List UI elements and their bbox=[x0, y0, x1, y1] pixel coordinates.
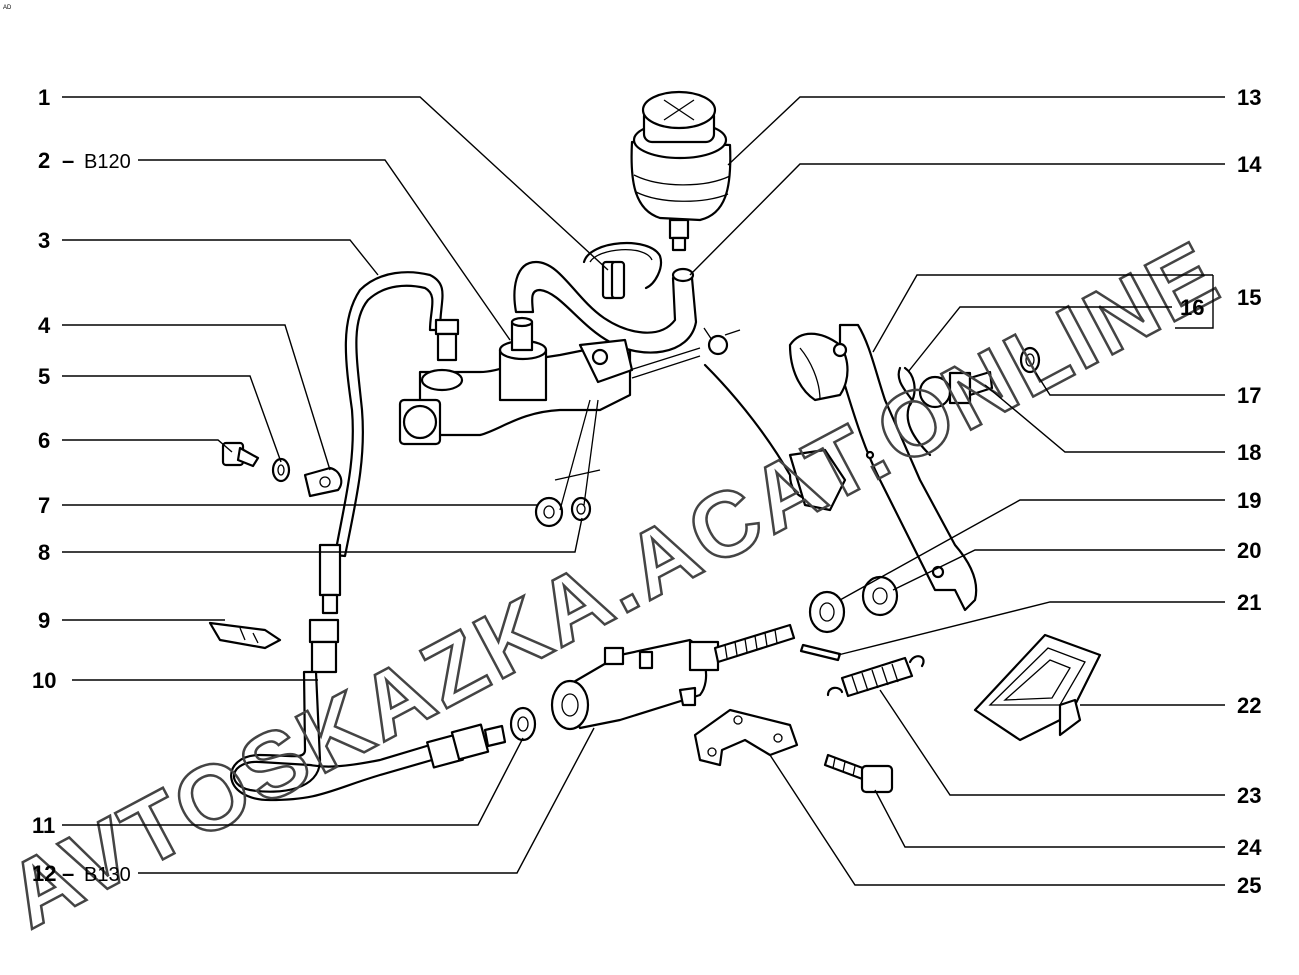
callout-14: 14 bbox=[1237, 152, 1262, 177]
flexible-hose bbox=[230, 618, 434, 802]
callout-17: 17 bbox=[1237, 383, 1261, 408]
callout-13: 13 bbox=[1237, 85, 1261, 110]
callout-11: 11 bbox=[32, 813, 55, 838]
callout-5: 5 bbox=[38, 364, 50, 389]
pipe-clip bbox=[303, 466, 343, 498]
callout-21: 21 bbox=[1237, 590, 1261, 615]
callout-18: 18 bbox=[1237, 440, 1261, 465]
spring-washer bbox=[570, 496, 592, 522]
callout-1: 1 bbox=[38, 85, 50, 110]
reservoir-hose bbox=[513, 260, 698, 354]
bracket bbox=[208, 621, 282, 650]
callout-12-dash: – bbox=[62, 861, 74, 886]
corner-mark: AD bbox=[3, 5, 12, 11]
washer bbox=[271, 457, 291, 483]
callout-9: 9 bbox=[38, 608, 50, 633]
bolt bbox=[221, 441, 260, 468]
callout-24: 24 bbox=[1237, 835, 1262, 860]
callout-25: 25 bbox=[1237, 873, 1261, 898]
callout-20: 20 bbox=[1237, 538, 1261, 563]
master-cylinder bbox=[398, 316, 741, 446]
callout-2-dash: – bbox=[62, 148, 74, 173]
callout-10: 10 bbox=[32, 668, 56, 693]
callout-15: 15 bbox=[1237, 285, 1261, 310]
pedal-pad bbox=[973, 633, 1102, 742]
callout-labels: 1 2 – B120 3 4 5 6 7 8 9 10 11 12 – B130… bbox=[32, 85, 1262, 898]
callout-12-code: B130 bbox=[84, 864, 131, 886]
mounting-bolt bbox=[823, 753, 894, 794]
slave-cylinder bbox=[550, 623, 796, 731]
hose-clamp bbox=[582, 241, 663, 300]
pedal-spring-clip bbox=[897, 366, 932, 457]
fluid-reservoir bbox=[630, 90, 732, 252]
pedal-stop bbox=[918, 370, 994, 409]
bushing bbox=[808, 590, 846, 634]
callout-23: 23 bbox=[1237, 783, 1261, 808]
callout-12: 12 bbox=[32, 861, 56, 886]
clutch-pedal bbox=[703, 323, 978, 612]
nut bbox=[534, 496, 564, 528]
return-spring bbox=[826, 655, 925, 698]
leader-lines bbox=[62, 96, 1225, 886]
pedal-nut bbox=[861, 575, 899, 617]
pipe-union bbox=[318, 543, 342, 615]
callout-16: 16 bbox=[1180, 295, 1204, 320]
split-pin bbox=[799, 643, 842, 662]
stud-guide-lines bbox=[559, 399, 599, 511]
stud-guide-line bbox=[554, 469, 601, 481]
hose-end-fitting bbox=[426, 723, 507, 769]
callout-4: 4 bbox=[38, 313, 51, 338]
callout-7: 7 bbox=[38, 493, 50, 518]
copper-washer bbox=[509, 706, 537, 742]
callout-22: 22 bbox=[1237, 693, 1261, 718]
lock-washer bbox=[1019, 346, 1041, 374]
callout-2: 2 bbox=[38, 148, 50, 173]
callout-19: 19 bbox=[1237, 488, 1261, 513]
callout-3: 3 bbox=[38, 228, 50, 253]
callout-6: 6 bbox=[38, 428, 50, 453]
callout-8: 8 bbox=[38, 540, 50, 565]
slave-bracket bbox=[693, 708, 799, 767]
callout-2-code: B120 bbox=[84, 151, 131, 173]
